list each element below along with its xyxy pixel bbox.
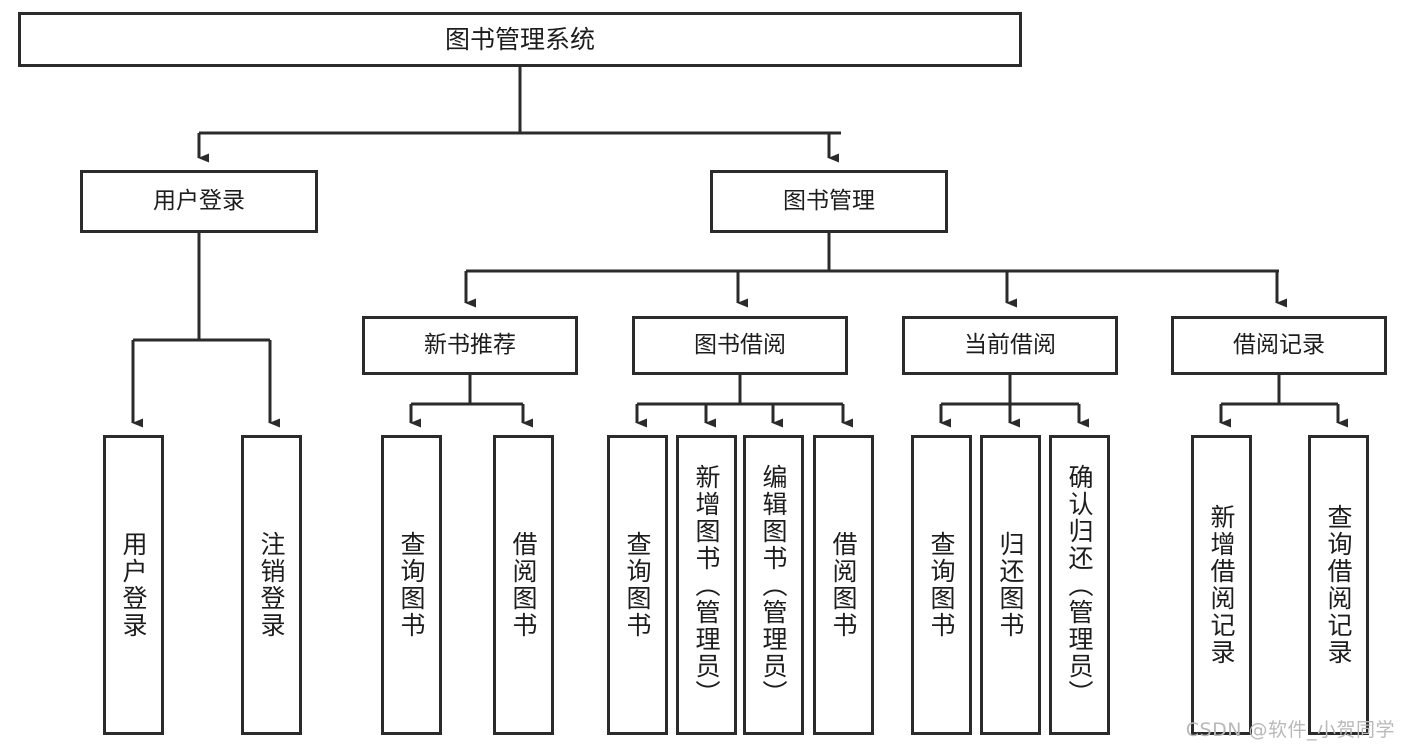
node-new-book-rec-label: 新书推荐	[424, 332, 516, 359]
node-book-manage[interactable]: 图书管理	[710, 170, 948, 233]
node-leaf-query-record[interactable]: 查询借阅记录	[1308, 435, 1369, 735]
node-leaf-query-book-bor[interactable]: 查询图书	[607, 435, 668, 735]
node-leaf-borrow-book-rec-label: 借阅图书	[509, 531, 538, 639]
node-leaf-user-login[interactable]: 用户登录	[103, 435, 164, 735]
node-leaf-user-logout-label: 注销登录	[257, 531, 286, 639]
node-borrow-record[interactable]: 借阅记录	[1171, 316, 1387, 375]
node-new-book-rec[interactable]: 新书推荐	[362, 316, 578, 375]
node-leaf-query-record-label: 查询借阅记录	[1324, 504, 1353, 666]
node-leaf-add-book[interactable]: 新增图书（管理员）	[676, 435, 737, 735]
node-leaf-return-book-label: 归还图书	[996, 531, 1025, 639]
node-leaf-query-book-rec-label: 查询图书	[397, 531, 426, 639]
csdn-watermark: CSDN @软件_小贺同学	[1185, 719, 1395, 741]
node-leaf-edit-book[interactable]: 编辑图书（管理员）	[743, 435, 804, 735]
node-leaf-query-book-rec[interactable]: 查询图书	[381, 435, 442, 735]
node-leaf-return-book[interactable]: 归还图书	[980, 435, 1041, 735]
node-book-borrow[interactable]: 图书借阅	[632, 316, 848, 375]
node-root[interactable]: 图书管理系统	[18, 12, 1022, 67]
node-borrow-record-label: 借阅记录	[1233, 332, 1325, 359]
node-leaf-user-logout[interactable]: 注销登录	[241, 435, 302, 735]
node-leaf-query-book-cur[interactable]: 查询图书	[911, 435, 972, 735]
node-leaf-confirm-return[interactable]: 确认归还（管理员）	[1049, 435, 1110, 735]
node-leaf-borrow-book[interactable]: 借阅图书	[813, 435, 874, 735]
node-leaf-query-book-bor-label: 查询图书	[623, 531, 652, 639]
node-leaf-borrow-book-label: 借阅图书	[829, 531, 858, 639]
node-leaf-add-record-label: 新增借阅记录	[1207, 504, 1236, 666]
node-book-borrow-label: 图书借阅	[694, 332, 786, 359]
node-user-login-label: 用户登录	[153, 188, 245, 215]
node-leaf-confirm-return-label: 确认归还（管理员）	[1065, 463, 1094, 707]
node-leaf-user-login-label: 用户登录	[119, 531, 148, 639]
node-user-login[interactable]: 用户登录	[80, 170, 318, 233]
node-leaf-edit-book-label: 编辑图书（管理员）	[759, 463, 788, 707]
node-current-borrow-label: 当前借阅	[964, 332, 1056, 359]
node-leaf-query-book-cur-label: 查询图书	[927, 531, 956, 639]
node-book-manage-label: 图书管理	[783, 188, 875, 215]
node-leaf-add-book-label: 新增图书（管理员）	[692, 463, 721, 707]
node-leaf-borrow-book-rec[interactable]: 借阅图书	[493, 435, 554, 735]
node-current-borrow[interactable]: 当前借阅	[902, 316, 1118, 375]
node-root-label: 图书管理系统	[444, 25, 595, 54]
node-leaf-add-record[interactable]: 新增借阅记录	[1191, 435, 1252, 735]
